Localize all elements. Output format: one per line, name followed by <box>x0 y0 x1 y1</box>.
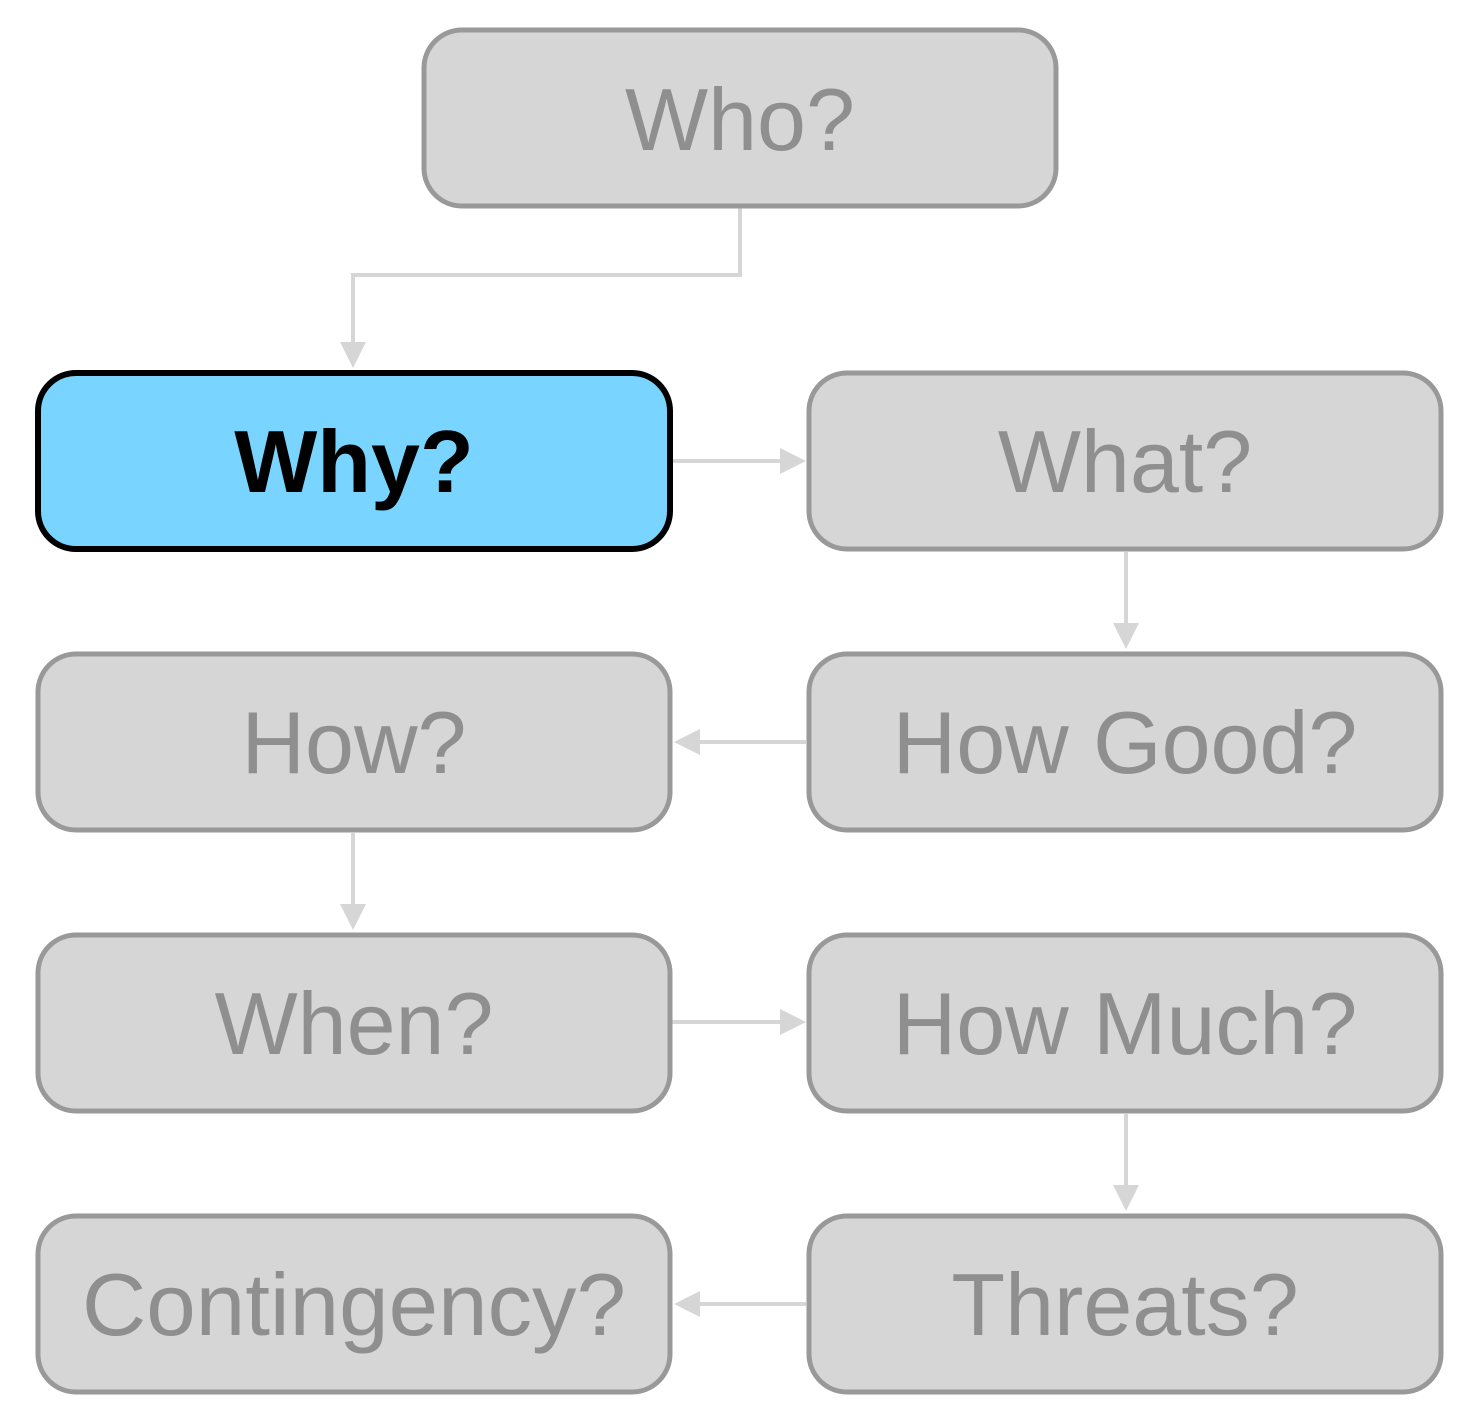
arrowhead-when-to-how-much <box>780 1009 806 1035</box>
node-who-label: Who? <box>625 70 855 169</box>
node-how: How? <box>35 651 673 833</box>
arrowhead-how-to-when <box>340 904 366 930</box>
node-how-label: How? <box>242 693 467 792</box>
node-why-label: Why? <box>234 412 474 511</box>
arrowhead-what-to-how-good <box>1113 623 1139 649</box>
node-how-much-label: How Much? <box>893 974 1358 1073</box>
arrowhead-threats-to-contingency <box>674 1291 700 1317</box>
node-how-good-box <box>806 651 1444 833</box>
connectors <box>340 208 1139 1317</box>
node-threats-label: Threats? <box>951 1255 1298 1354</box>
node-what-box <box>806 370 1444 552</box>
node-when-label: When? <box>215 974 494 1073</box>
node-contingency: Contingency? <box>35 1213 673 1395</box>
node-when-box <box>35 932 673 1114</box>
node-how-good-label: How Good? <box>893 693 1358 792</box>
node-how-box <box>35 651 673 833</box>
node-what: What? <box>806 370 1444 552</box>
node-how-good: How Good? <box>806 651 1444 833</box>
node-what-label: What? <box>998 412 1252 511</box>
arrowhead-how-good-to-how <box>674 729 700 755</box>
node-how-much: How Much? <box>806 932 1444 1114</box>
node-who-box <box>421 27 1059 209</box>
node-contingency-label: Contingency? <box>82 1255 626 1354</box>
node-threats-box <box>806 1213 1444 1395</box>
node-contingency-box <box>35 1213 673 1395</box>
node-threats: Threats? <box>806 1213 1444 1395</box>
connector-who-to-why <box>351 208 742 344</box>
node-when: When? <box>35 932 673 1114</box>
node-why: Why? <box>35 370 673 552</box>
arrowhead-why-to-what <box>780 448 806 474</box>
node-why-box <box>35 370 673 552</box>
arrowhead-who-to-why <box>340 342 366 368</box>
arrowhead-how-much-to-threats <box>1113 1185 1139 1211</box>
node-how-much-box <box>806 932 1444 1114</box>
node-who: Who? <box>421 27 1059 209</box>
